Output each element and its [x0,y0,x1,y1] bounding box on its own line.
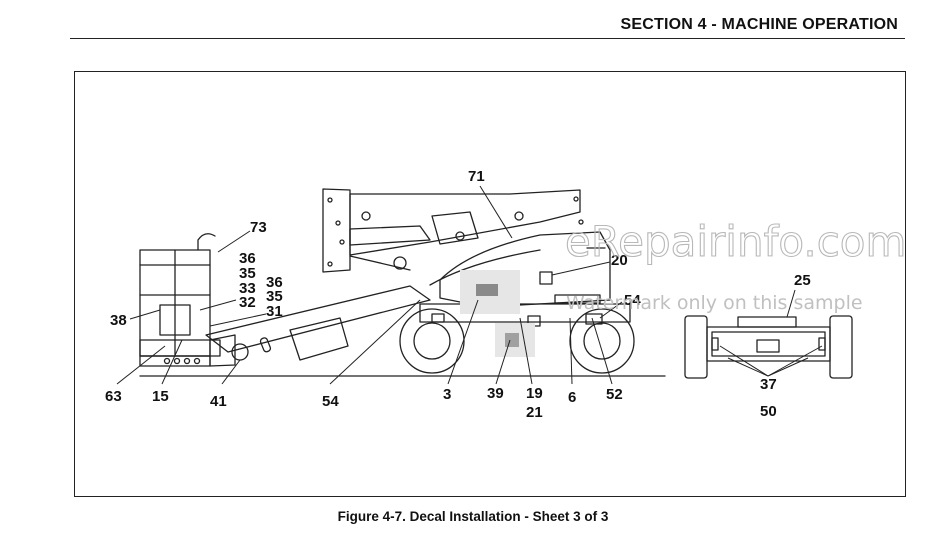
obscured-decal-areas [460,270,535,357]
turntable [429,231,611,306]
header-divider [70,38,905,39]
callout-63: 63 [105,388,122,405]
callout-37: 37 [760,376,777,393]
callout-38: 38 [110,312,127,329]
callout-36: 36 [239,250,256,267]
callout-31: 31 [266,303,283,320]
callout-52: 52 [606,386,623,403]
callout-50: 50 [760,403,777,420]
figure-frame [74,71,906,497]
front-wheel [399,308,465,374]
rear-wheel [569,308,635,374]
watermark-notice: Watermark only on this sample [566,292,863,314]
callout-6: 6 [568,389,576,406]
callout-35-b: 35 [266,288,283,305]
callout-35: 35 [239,265,256,282]
callout-41: 41 [210,393,227,410]
callout-71: 71 [468,168,485,185]
callout-54-b: 54 [322,393,339,410]
callout-20: 20 [611,252,628,269]
callout-15: 15 [152,388,169,405]
figure-caption: Figure 4-7. Decal Installation - Sheet 3… [337,509,609,524]
callout-32: 32 [239,294,256,311]
lower-boom [205,285,431,361]
rear-view-machine [684,315,853,379]
watermark-brand: eRepairinfo.com [565,217,906,266]
callout-19: 19 [526,385,543,402]
callout-39: 39 [487,385,504,402]
callout-33: 33 [239,280,256,297]
callout-36-b: 36 [266,274,283,291]
callout-21: 21 [526,404,543,421]
callout-25: 25 [794,272,811,289]
callout-73: 73 [250,219,267,236]
callout-3: 3 [443,386,451,403]
section-title: SECTION 4 - MACHINE OPERATION [620,16,898,33]
callout-54: 54 [624,292,641,309]
platform-basket [139,233,249,367]
upper-boom [322,188,584,273]
